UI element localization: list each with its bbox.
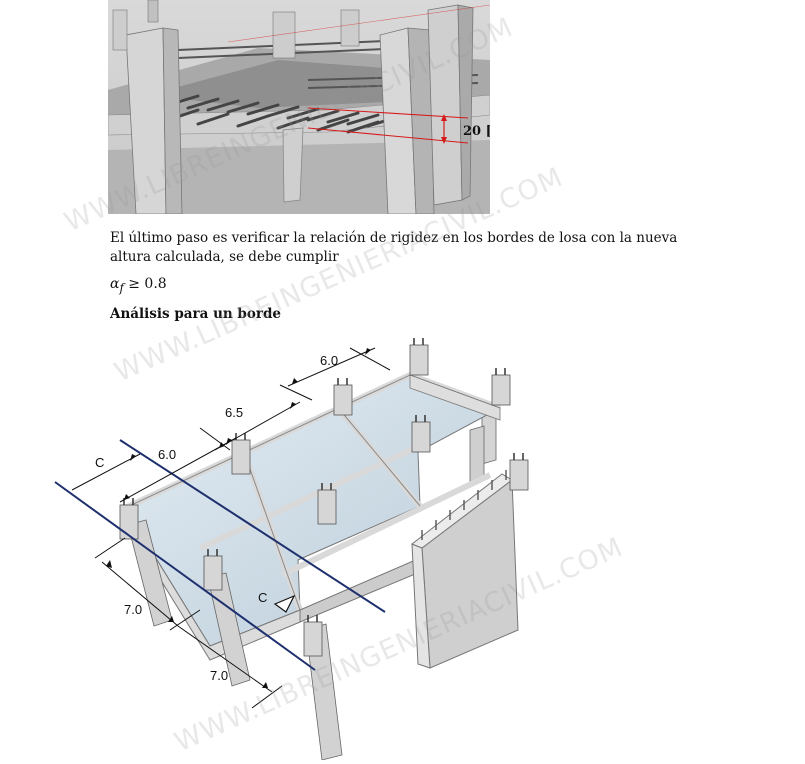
slab-photo: 20 [cm] bbox=[108, 0, 490, 214]
dim-top-c: 6.0 bbox=[158, 447, 176, 462]
dim-section-c-label: C bbox=[95, 455, 104, 470]
dim-left-b: 7.0 bbox=[210, 668, 228, 683]
formula-subscript: f bbox=[119, 280, 124, 295]
dim-top-a: 6.0 bbox=[320, 353, 338, 368]
slab-diagram: 6.0 6.5 6.0 C 7.0 7.0 C bbox=[50, 330, 610, 761]
slab-diagram-drawing: 6.0 6.5 6.0 C 7.0 7.0 C bbox=[54, 338, 529, 761]
dim-left-a: 7.0 bbox=[124, 602, 142, 617]
formula-symbol: α bbox=[110, 276, 120, 292]
section-marker-label: C bbox=[258, 590, 267, 605]
section-heading: Análisis para un borde bbox=[110, 306, 281, 322]
formula-condition: ≥ 0.8 bbox=[123, 276, 167, 292]
stiffness-formula: αf ≥ 0.8 bbox=[110, 276, 167, 295]
slab-thickness-label: 20 [cm] bbox=[463, 124, 490, 139]
slab-photo-drawing: 20 [cm] bbox=[108, 0, 490, 214]
dim-top-b: 6.5 bbox=[225, 405, 243, 420]
body-paragraph: El último paso es verificar la relación … bbox=[110, 230, 678, 265]
